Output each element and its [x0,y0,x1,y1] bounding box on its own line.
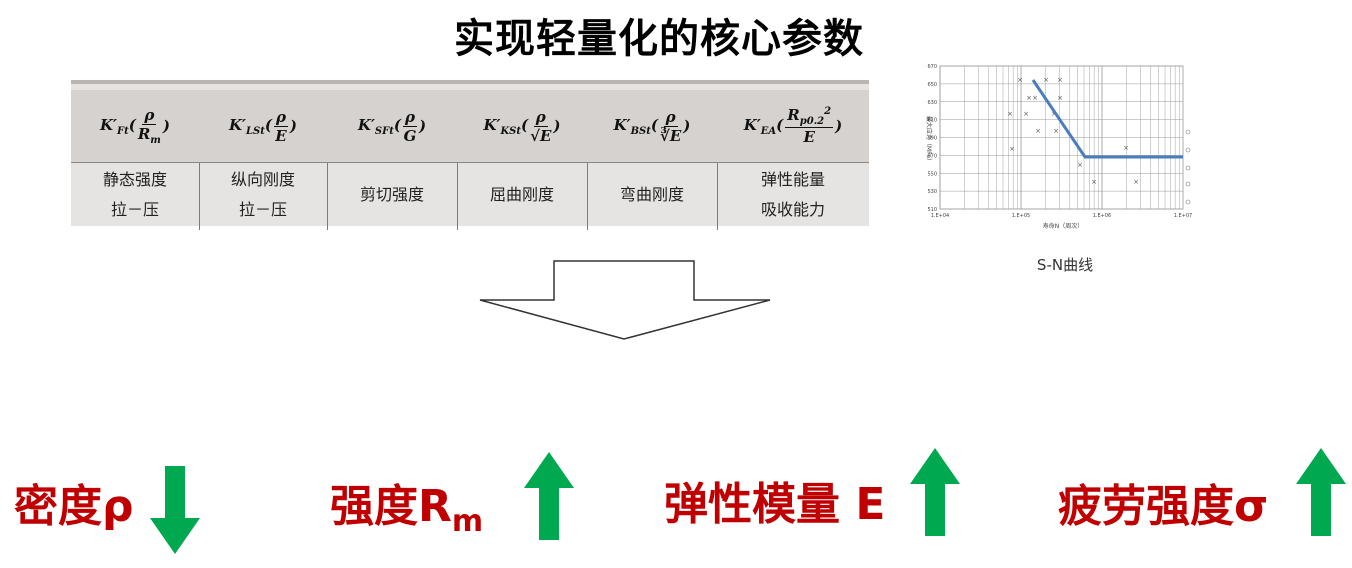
strength-label-sub: m [451,503,484,539]
table-desc-line: 弯曲刚度 [619,185,684,204]
formula-bst: K′BSt( ρ∛E ) [613,107,691,145]
table-divider [71,162,869,163]
data-point: × [1035,127,1041,135]
runout-marker [1185,129,1191,135]
y-axis-label: 最大应力（MPa） [925,116,933,164]
table-desc-line: 纵向刚度 [230,170,295,189]
sn-chart: 670 650 630 610 590 570 550 530 510 1.E+04 1.E+05… [925,64,1192,230]
x-tick-label: 1.E+07 [1174,213,1192,219]
table-desc-line: 屈曲刚度 [489,185,554,204]
sn-chart-caption: S-N曲线 [1036,256,1094,274]
chart-grid [939,65,1184,210]
table-column: K′KSt( ρ√E ) 屈曲刚度 [457,90,588,230]
y-tick-label: 510 [927,207,937,213]
x-tick-label: 1.E+06 [1093,213,1111,219]
x-tick-labels: 1.E+04 1.E+05 1.E+06 1.E+07 [931,213,1192,219]
density-label: 密度ρ [14,481,134,532]
y-tick-label: 530 [927,189,937,195]
arrow-up-icon [524,452,574,540]
data-point: × [1032,94,1038,102]
page-title: 实现轻量化的核心参数 [454,16,864,62]
data-point: × [1023,110,1029,118]
data-point: × [1053,127,1059,135]
data-point: × [1057,76,1063,84]
y-tick-label: 610 [927,118,937,124]
down-arrow-icon [479,260,771,340]
data-point: × [1051,110,1057,118]
x-tick-label: 1.E+04 [931,213,949,219]
table-desc-line: 吸收能力 [760,200,825,219]
arrow-up-icon [1296,448,1346,536]
runout-marker [1185,181,1191,187]
data-point: × [1091,178,1097,186]
y-tick-label: 670 [927,64,937,70]
elastic-modulus-label: 弹性模量 E [664,479,886,530]
arrow-up-icon [910,448,960,536]
table-desc-line: 拉－压 [110,200,159,219]
chart-points: ×××××××××××××××× [1007,76,1191,205]
strength-label: 强度Rm [330,470,483,539]
table-desc-line: 静态强度 [102,170,167,189]
data-point: × [1077,161,1083,169]
runout-marker [1185,165,1191,171]
y-tick-label: 650 [927,82,937,88]
y-tick-label: 550 [927,171,937,177]
data-point: × [1123,144,1129,152]
fatigue-strength-label: 疲劳强度σ [1058,481,1269,532]
sn-curve [1031,79,1183,159]
strength-label-main: 强度R [330,481,452,532]
runout-marker [1185,199,1191,205]
data-point: × [1009,145,1015,153]
data-point: × [1133,178,1139,186]
runout-marker [1185,147,1191,153]
formula-kst: K′KSt( ρ√E ) [483,107,561,145]
table-desc-line: 弹性能量 [760,170,825,189]
y-tick-label: 590 [927,136,937,142]
data-point: × [1057,94,1063,102]
data-point: × [1043,76,1049,84]
arrow-down-icon [150,466,200,554]
table-desc-line: 剪切强度 [359,185,424,204]
data-point: × [1017,76,1023,84]
x-axis-label: 寿命N（周次） [1043,222,1084,230]
y-tick-label: 630 [927,100,937,106]
data-point: × [1007,110,1013,118]
y-tick-label: 570 [927,153,937,159]
x-tick-label: 1.E+05 [1012,213,1030,219]
data-point: × [1026,94,1032,102]
table-column: K′BSt( ρ∛E ) 弯曲刚度 [587,90,718,230]
table-desc-line: 拉－压 [238,200,287,219]
y-tick-labels: 670 650 630 610 590 570 550 530 510 [927,64,937,213]
